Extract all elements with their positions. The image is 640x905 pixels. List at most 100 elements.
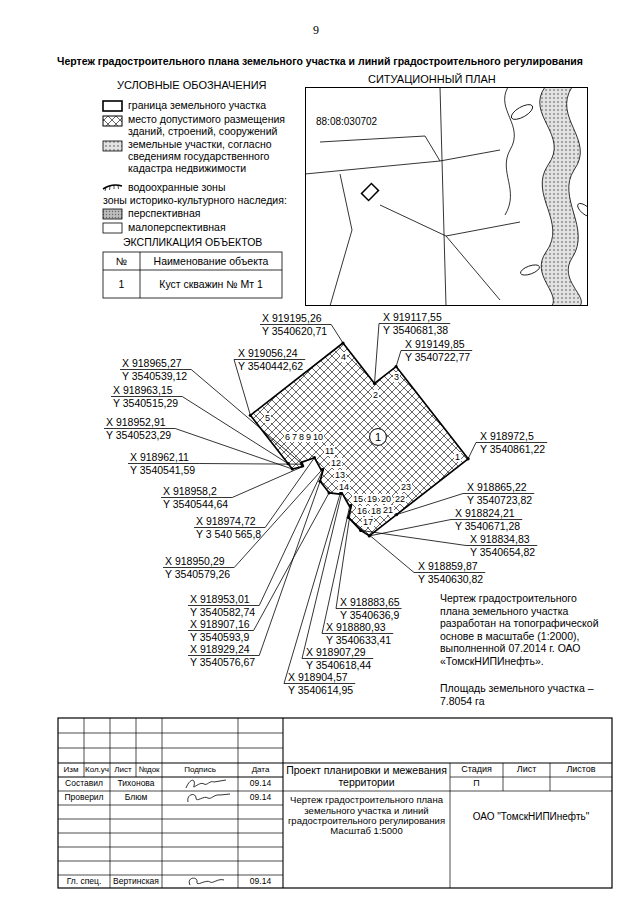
title-block-cell: Листов <box>550 763 612 777</box>
area-note: Площадь земельного участка – 7.8054 га <box>440 682 608 707</box>
title-block-cell: 09.14 <box>238 791 283 805</box>
coordinate-x: X 918950,29 <box>165 555 225 567</box>
drawing-title: Чертеж градостроительного плана земельно… <box>0 55 640 67</box>
legend-text: граница земельного участка <box>128 99 303 111</box>
point-number: 2 <box>372 390 379 400</box>
title-block-cell: ОАО "ТомскНИПИнефть" <box>450 791 612 841</box>
title-block-cell: Изм <box>58 763 84 777</box>
object-number: 1 <box>369 428 387 446</box>
coordinate-y: Y 3540614,95 <box>288 684 353 696</box>
title-block-cell: Вертинская <box>110 875 162 888</box>
coordinate-y: Y 3540593,9 <box>190 631 249 643</box>
point-number: 21 <box>382 505 394 515</box>
title-block-cell: Проект планировки и межевания территории <box>283 763 450 791</box>
dotted-sample <box>103 141 122 151</box>
point-number: 13 <box>334 470 346 480</box>
leader-line <box>396 351 472 367</box>
boundary-sample <box>103 101 122 111</box>
situation-plan-frame: СИТУАЦИОННЫЙ ПЛАН88:08:030702 <box>305 87 588 306</box>
title-block-cell: Подпись <box>162 763 238 777</box>
point-number: 10 <box>312 432 324 442</box>
explication-table <box>103 252 282 298</box>
coordinate-x: X 918972,5 <box>480 430 534 442</box>
coordinate-x: X 918880,93 <box>326 621 386 633</box>
table-heading: ЭКСПЛИКАЦИЯ ОБЪЕКТОВ <box>123 236 262 248</box>
low-perspective-sample <box>103 223 122 233</box>
coordinate-y: Y 3540861,22 <box>480 443 545 455</box>
title-block-cell: Лист <box>110 763 136 777</box>
point-number: 17 <box>362 517 374 527</box>
leader-line <box>104 429 292 470</box>
perspective-sample <box>103 209 122 219</box>
title-block-cell: Кол.уч <box>84 763 110 777</box>
situation-map <box>305 87 588 306</box>
legend-text: малоперспективная <box>128 221 303 233</box>
coordinate-x: X 918904,57 <box>288 671 348 683</box>
coordinate-x: X 918824,21 <box>455 507 515 519</box>
coordinate-y: Y 3540523,29 <box>106 429 171 441</box>
legend-subheading: зоны историко-культурного наследия: <box>103 194 287 206</box>
leader-line <box>361 530 538 545</box>
title-block-cell: Дата <box>238 763 283 777</box>
coordinate-y: Y 3540722,77 <box>405 351 470 363</box>
legend-text: место допустимого размещения зданий, стр… <box>128 113 303 137</box>
point-number: 4 <box>340 352 347 362</box>
object-circle: 1 <box>369 428 387 446</box>
coordinate-x: X 918952,91 <box>106 416 166 428</box>
leader-line <box>260 325 343 344</box>
leader-line <box>336 505 402 609</box>
coordinate-x: X 919149,85 <box>405 338 465 350</box>
coordinate-y: Y 3540579,26 <box>165 568 230 580</box>
coordinate-x: X 918859,87 <box>418 560 478 572</box>
point-number: 3 <box>393 372 400 382</box>
coordinate-x: X 918974,72 <box>196 515 256 527</box>
situation-plan-heading: СИТУАЦИОННЫЙ ПЛАН <box>368 73 496 86</box>
title-block-cell: Тихонова <box>110 777 162 791</box>
legend-samples <box>103 101 122 233</box>
leader-line <box>163 470 321 567</box>
signatures <box>186 780 230 885</box>
title-block-cell: Лист <box>503 763 550 777</box>
point-number: 18 <box>370 506 382 516</box>
leader-line <box>468 443 547 459</box>
coordinate-y: Y 3540723,82 <box>467 494 532 506</box>
hatch-sample <box>103 116 122 126</box>
coordinate-x: X 919195,26 <box>262 312 322 324</box>
coordinate-y: Y 3540630,82 <box>418 573 483 585</box>
coordinate-y: Y 3540654,82 <box>470 546 535 558</box>
coordinate-y: Y 3540442,62 <box>238 360 303 372</box>
title-block-cell: 09.14 <box>238 777 283 791</box>
title-block-cell: №док <box>136 763 162 777</box>
coordinate-x: X 918834,83 <box>470 533 530 545</box>
title-block <box>58 718 612 888</box>
coordinate-y: Y 3540636,9 <box>340 609 399 621</box>
leader-line <box>234 360 305 416</box>
table-cell: Наименование объекта <box>140 252 282 270</box>
point-number: 8 <box>298 432 305 442</box>
point-number: 11 <box>324 446 335 456</box>
coordinate-y: Y 3540576,67 <box>190 656 255 668</box>
legend-text: водоохранные зоны <box>128 181 303 193</box>
coordinate-y: Y 3540541,59 <box>130 464 195 476</box>
coordinate-y: Y 3 540 565,8 <box>196 528 261 540</box>
title-block-cell: Гл. спец. <box>58 875 110 888</box>
point-number: 16 <box>356 506 368 516</box>
coordinate-y: Y 3540671,28 <box>455 520 520 532</box>
coordinate-y: Y 3540544,64 <box>163 498 228 510</box>
legend-text: земельные участки, согласно сведениям го… <box>128 138 303 174</box>
point-number: 19 <box>366 494 378 504</box>
title-block-cell: Составил <box>58 777 110 791</box>
circle-shape <box>370 429 387 446</box>
title-block-cell: Блюм <box>110 791 162 805</box>
point-number: 22 <box>394 494 406 504</box>
page-number: 9 <box>313 24 319 38</box>
coordinate-x: X 919117,55 <box>383 311 442 323</box>
coordinate-y: Y 3540618,44 <box>306 659 371 671</box>
title-block-cell: П <box>450 777 503 791</box>
coordinate-y: Y 3540620,71 <box>262 325 327 337</box>
coordinate-x: X 918962,11 <box>130 451 189 463</box>
point-number: 7 <box>291 432 298 442</box>
point-number: 23 <box>400 482 412 492</box>
coordinate-y: Y 3540633,41 <box>326 634 391 646</box>
coordinate-x: X 918883,65 <box>340 596 400 608</box>
